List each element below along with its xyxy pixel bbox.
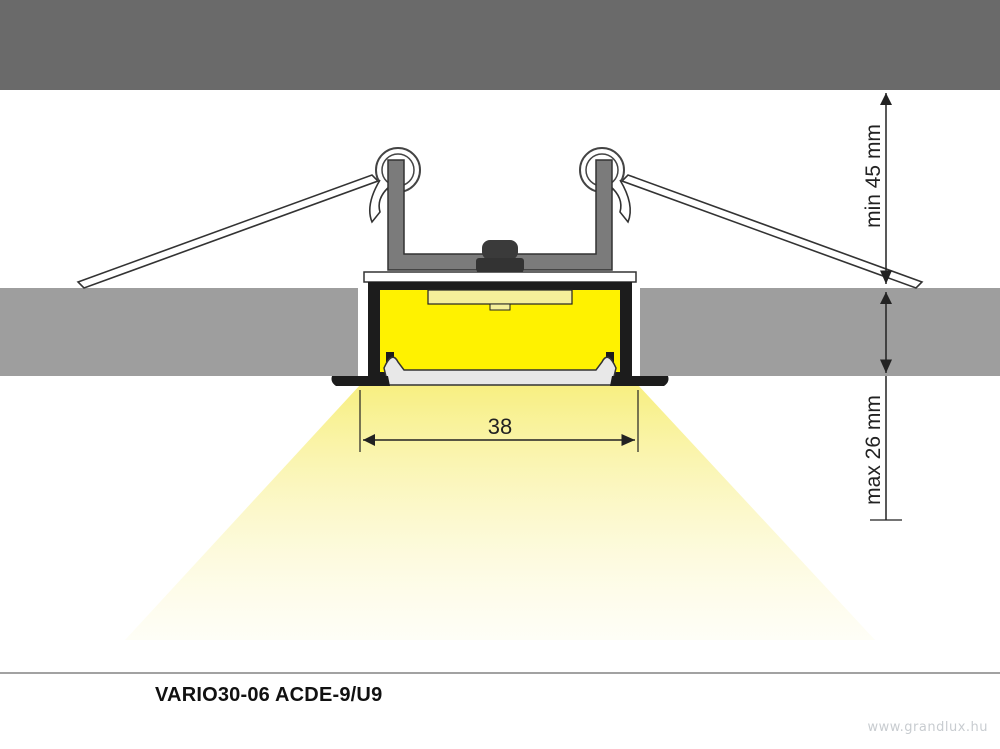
mounting-springs [76,147,924,289]
product-name: VARIO30-06 ACDE-9/U9 [155,684,383,706]
led-profile [331,271,669,386]
panel-left [0,288,358,376]
max-thickness-label: max 26 mm [862,395,885,505]
watermark: www.grandlux.hu [867,720,988,735]
bracket-screw [476,240,524,272]
vertical-dimensions: min 45 mm max 26 mm [862,93,902,521]
width-value: 38 [488,414,512,439]
u-bracket [387,159,613,271]
width-dimension: 38 [359,390,639,452]
min-depth-label: min 45 mm [862,124,885,228]
panel-right [640,288,1000,376]
ceiling-slab [0,0,1000,90]
diffuser [383,356,617,386]
light-beam [125,385,875,640]
